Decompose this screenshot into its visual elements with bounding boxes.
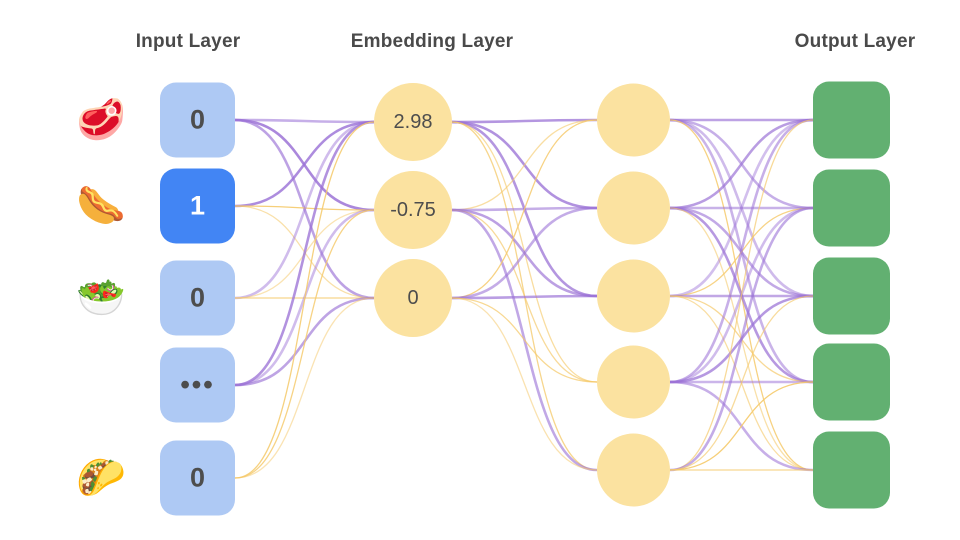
embedding-node-value: 2.98 bbox=[393, 110, 433, 133]
edge bbox=[669, 206, 814, 472]
edge bbox=[451, 297, 598, 471]
output-node-2[interactable] bbox=[813, 169, 890, 247]
hidden-node-3[interactable] bbox=[597, 259, 670, 333]
embedding-node-value: -0.75 bbox=[390, 198, 436, 221]
embedding-node-value: 0 bbox=[407, 286, 419, 309]
output-node-1[interactable] bbox=[813, 81, 890, 159]
edge bbox=[234, 118, 375, 212]
edge bbox=[451, 121, 598, 471]
hotdog-icon: 🌭 bbox=[76, 183, 126, 229]
input-node-value: 0 bbox=[189, 104, 206, 135]
edge bbox=[234, 121, 375, 479]
input-node-value: 1 bbox=[189, 190, 206, 221]
edge bbox=[669, 294, 814, 384]
hidden-node-4[interactable] bbox=[597, 345, 670, 419]
edge bbox=[451, 208, 598, 472]
edge bbox=[669, 118, 814, 298]
output-layer-title: Output Layer bbox=[794, 31, 916, 52]
edge bbox=[669, 118, 814, 298]
edge bbox=[234, 118, 375, 300]
input-node-value: ••• bbox=[180, 369, 215, 400]
edge bbox=[451, 208, 598, 298]
edge bbox=[451, 118, 598, 124]
edge bbox=[234, 209, 375, 479]
embedding-layer-title: Embedding Layer bbox=[350, 31, 514, 52]
edge bbox=[234, 118, 375, 124]
input-node-1[interactable]: 0 bbox=[160, 82, 235, 158]
edge bbox=[669, 207, 814, 297]
edge bbox=[669, 118, 814, 210]
edge bbox=[234, 297, 375, 479]
edge bbox=[234, 209, 375, 299]
hidden-node-1[interactable] bbox=[597, 83, 670, 157]
edge bbox=[669, 118, 814, 210]
edge bbox=[669, 381, 814, 471]
edge bbox=[669, 295, 814, 383]
edge bbox=[669, 206, 814, 298]
steak-icon: 🥩 bbox=[76, 97, 126, 143]
edge bbox=[234, 120, 375, 208]
edge bbox=[669, 118, 814, 384]
input-node-value: 0 bbox=[189, 462, 206, 493]
edge bbox=[234, 296, 375, 387]
edge bbox=[451, 120, 598, 210]
edge bbox=[669, 207, 814, 471]
edge bbox=[451, 121, 598, 383]
salad-icon: 🥗 bbox=[76, 275, 126, 321]
edge bbox=[451, 119, 598, 299]
input-node-value: 0 bbox=[189, 282, 206, 313]
edge bbox=[669, 206, 814, 384]
edge bbox=[669, 119, 814, 471]
edge bbox=[669, 295, 814, 471]
edge bbox=[451, 206, 598, 212]
edge bbox=[451, 209, 598, 383]
output-node-4[interactable] bbox=[813, 343, 890, 421]
output-node-5[interactable] bbox=[813, 431, 890, 509]
edge bbox=[451, 297, 598, 383]
output-node-3[interactable] bbox=[813, 257, 890, 335]
edge bbox=[669, 118, 814, 384]
edge bbox=[669, 295, 814, 471]
input-node-5[interactable]: 0 bbox=[160, 440, 235, 516]
hidden-node-2[interactable] bbox=[597, 171, 670, 245]
edge bbox=[669, 380, 814, 472]
edge bbox=[451, 119, 598, 211]
input-node-2[interactable]: 1 bbox=[160, 168, 235, 244]
edge bbox=[234, 120, 375, 300]
edge bbox=[234, 120, 375, 387]
edge bbox=[451, 120, 598, 298]
edge bbox=[234, 205, 375, 211]
hidden-node-5[interactable] bbox=[597, 433, 670, 507]
edge bbox=[451, 294, 598, 300]
edge bbox=[234, 205, 375, 299]
edge bbox=[669, 206, 814, 384]
embedding-node-3[interactable]: 0 bbox=[374, 259, 452, 337]
edge bbox=[234, 208, 375, 387]
edge bbox=[669, 119, 814, 471]
taco-icon: 🌮 bbox=[76, 455, 126, 501]
input-node-4[interactable]: ••• bbox=[160, 347, 235, 423]
embedding-node-1[interactable]: 2.98 bbox=[374, 83, 452, 161]
input-node-3[interactable]: 0 bbox=[160, 260, 235, 336]
embedding-node-2[interactable]: -0.75 bbox=[374, 171, 452, 249]
edge bbox=[451, 206, 598, 300]
input-layer-title: Input Layer bbox=[135, 31, 241, 52]
